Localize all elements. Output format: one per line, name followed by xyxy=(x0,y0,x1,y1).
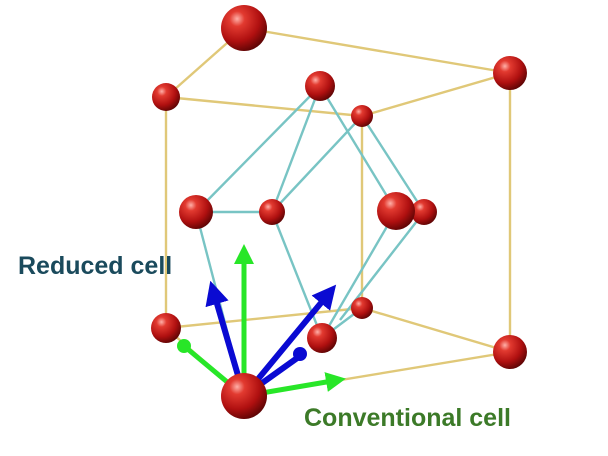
atom xyxy=(259,199,285,225)
reduced-vector-c-tip xyxy=(293,347,307,361)
conv-edge xyxy=(243,26,511,75)
atom xyxy=(179,195,213,229)
conventional-cell-label: Conventional cell xyxy=(304,404,511,432)
red-edge xyxy=(270,211,324,339)
conv-edge xyxy=(361,306,511,354)
reduced-cell-label: Reduced cell xyxy=(18,252,173,280)
conv-edge xyxy=(165,306,363,330)
atoms-back xyxy=(259,71,437,353)
atom xyxy=(152,83,180,111)
conv-edge xyxy=(165,95,363,118)
conv-edge xyxy=(361,71,511,118)
red-edge xyxy=(270,85,322,213)
atom xyxy=(351,105,373,127)
red-edge xyxy=(320,210,398,339)
conventional-vector-b-tip xyxy=(177,339,191,353)
atom xyxy=(305,71,335,101)
atom xyxy=(151,313,181,343)
red-edge xyxy=(360,115,426,213)
atom xyxy=(351,297,373,319)
red-edge xyxy=(318,85,398,212)
atom xyxy=(377,192,415,230)
atom xyxy=(221,5,267,51)
red-edge xyxy=(195,85,321,213)
atom xyxy=(493,56,527,90)
atom-origin xyxy=(221,373,267,419)
red-edge xyxy=(271,115,363,213)
atom xyxy=(493,335,527,369)
atom xyxy=(411,199,437,225)
atoms-front xyxy=(151,5,527,419)
atom xyxy=(307,323,337,353)
